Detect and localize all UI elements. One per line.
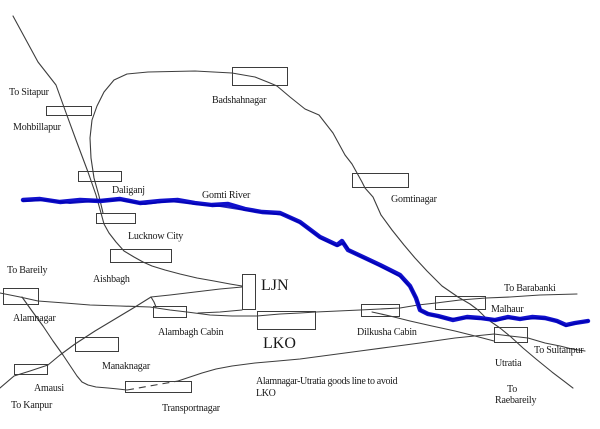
station-box-malhaur [435,296,486,310]
terminal-label-to-sitapur: To Sitapur [9,87,49,98]
station-label-mohbillapur: Mohbillapur [13,122,61,133]
terminal-label-to-raebareily-line2: Raebareily [495,395,537,406]
station-box-ljn [242,274,256,310]
station-label-utratia: Utratia [495,358,522,369]
terminal-label-to-kanpur: To Kanpur [11,400,53,411]
station-label-daliganj: Daliganj [112,185,145,196]
station-box-amausi [14,364,48,375]
station-label-gomtinagar: Gomtinagar [391,194,437,205]
station-box-dilkusha-cabin [361,304,400,317]
station-label-malhaur: Malhaur [491,304,524,315]
map-note-line2: LKO [256,388,276,399]
station-label-alambagh-cabin: Alambagh Cabin [158,327,224,338]
station-box-transportnagar [125,381,192,393]
station-label-lko: LKO [263,335,296,352]
station-box-alambagh-cabin [153,306,187,318]
station-box-aishbagh [110,249,172,263]
rail-bareily-barabanki-main-line [0,292,578,317]
terminal-label-to-sultanpur: To Sultanpur [534,345,584,356]
rail-sitapur-line [12,15,102,214]
terminal-label-to-raebareily-line1: To [507,384,518,395]
rail-lucknow-city-ljn-curve [100,212,243,287]
rail-ljn-connector [197,309,243,314]
station-box-lko [257,311,316,330]
station-label-manaknagar: Manaknagar [102,361,150,372]
gomti-river-texture [22,199,589,327]
rail-badshahnagar-gomtinagar-curve [89,70,574,389]
station-box-mohbillapur [46,106,92,116]
station-label-amausi: Amausi [34,383,64,394]
station-label-ljn: LJN [261,277,289,294]
station-box-utratia [494,327,528,343]
river-label-gomti: Gomti River [202,190,251,201]
station-box-alamnagar [3,288,39,305]
terminal-label-to-bareily: To Bareily [7,265,48,276]
station-label-transportnagar: Transportnagar [162,403,220,414]
station-box-gomtinagar [352,173,409,188]
station-label-badshahnagar: Badshahnagar [212,95,267,106]
station-label-aishbagh: Aishbagh [93,274,130,285]
terminal-label-to-barabanki: To Barabanki [504,283,556,294]
station-label-alamnagar: Alamnagar [13,313,56,324]
rail-goods-line-dashed-segment [126,380,179,391]
map-note-line1: Alamnagar-Utratia goods line to avoid [256,376,398,387]
station-box-manaknagar [75,337,119,352]
station-label-dilkusha-cabin: Dilkusha Cabin [357,327,417,338]
station-box-daliganj [78,171,122,182]
rail-goods-line-west [21,296,128,391]
rail-kanpur-line [0,286,243,389]
rail-goods-line-east-sultanpur [177,333,586,382]
station-box-badshahnagar [232,67,288,86]
station-box-lucknow-city [96,213,136,224]
station-label-lucknow-city: Lucknow City [128,231,184,242]
rail-junction-connector [150,296,157,308]
